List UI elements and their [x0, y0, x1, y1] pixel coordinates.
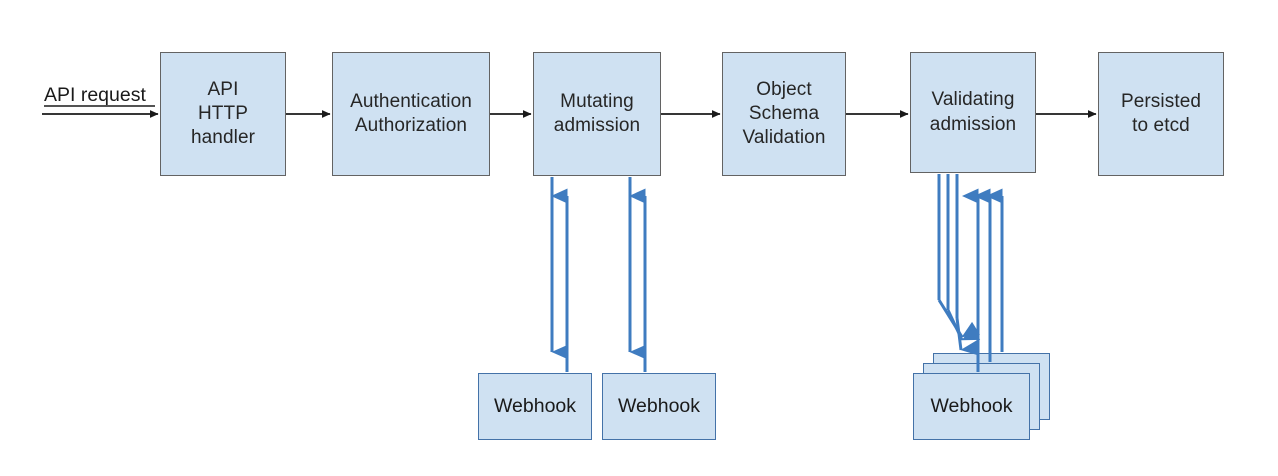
- stage-authentication-authorization[interactable]: Authentication Authorization: [332, 52, 490, 176]
- api-request-label: API request: [44, 84, 146, 106]
- stage-persisted-to-etcd[interactable]: Persisted to etcd: [1098, 52, 1224, 176]
- stage-object-schema-validation[interactable]: Object Schema Validation: [722, 52, 846, 176]
- mutating-webhook-1-label: Webhook: [493, 395, 577, 417]
- validating-webhook-front[interactable]: Webhook: [913, 373, 1030, 440]
- mutating-webhook-2[interactable]: Webhook: [602, 373, 716, 440]
- validating-arrow-down-2b: [946, 309, 981, 341]
- validating-webhook-front-label: Webhook: [930, 395, 1013, 417]
- stage-mutating-admission[interactable]: Mutating admission: [533, 52, 661, 176]
- mutating-webhook-2-label: Webhook: [617, 395, 701, 417]
- stage-authentication-authorization-label: Authentication Authorization: [350, 90, 472, 136]
- stage-object-schema-validation-label: Object Schema Validation: [742, 78, 826, 149]
- mutating-webhook-1[interactable]: Webhook: [478, 373, 592, 440]
- stage-api-http-handler-label: API HTTP handler: [190, 78, 256, 149]
- validating-arrow-down-1b: [937, 299, 980, 338]
- validating-arrow-down-3b: [955, 317, 979, 356]
- stage-mutating-admission-label: Mutating admission: [553, 90, 641, 136]
- stage-validating-admission-label: Validating admission: [929, 89, 1017, 135]
- stage-persisted-to-etcd-label: Persisted to etcd: [1120, 90, 1202, 136]
- stage-api-http-handler[interactable]: API HTTP handler: [160, 52, 286, 176]
- stage-validating-admission[interactable]: Validating admission: [910, 52, 1036, 173]
